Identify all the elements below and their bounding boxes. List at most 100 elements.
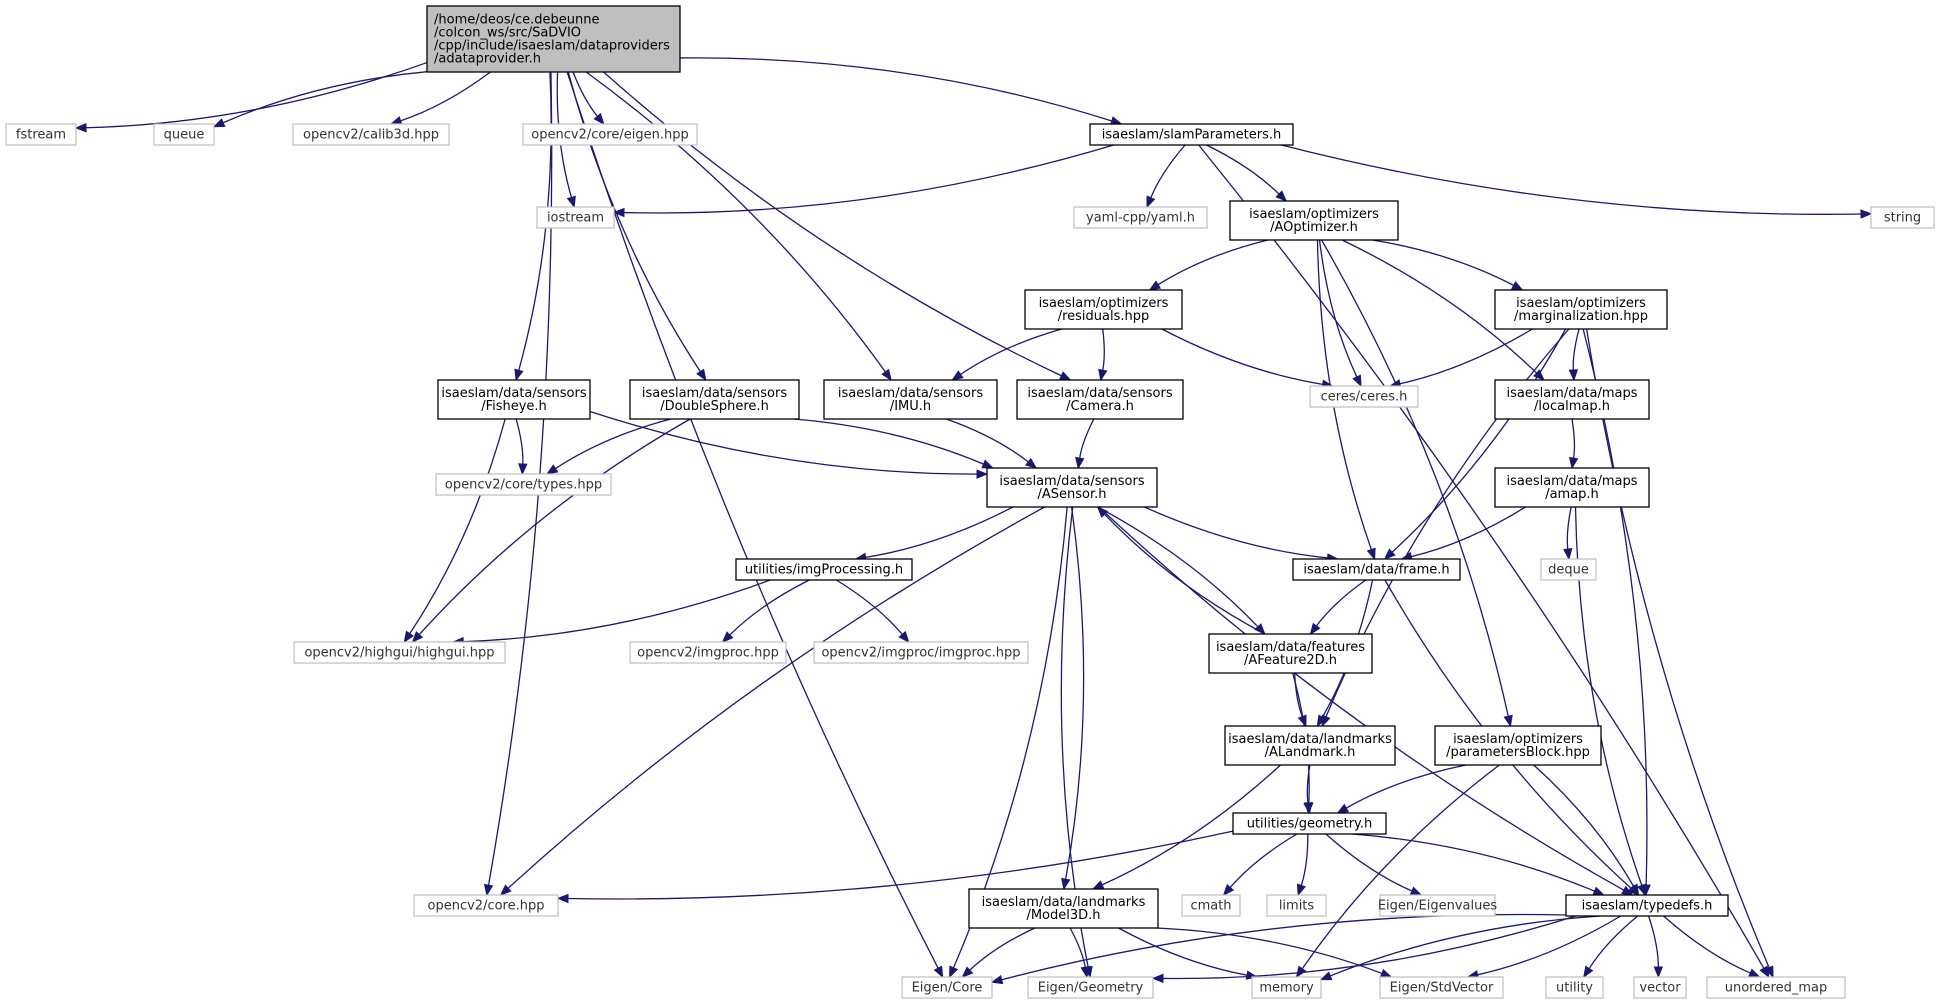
node-box-limits: [1266, 894, 1327, 917]
node-alandmark[interactable]: isaeslam/data/landmarks/ALandmark.h: [1224, 725, 1396, 766]
node-label-model3d: /Model3D.h: [1026, 908, 1100, 923]
node-camera[interactable]: isaeslam/data/sensors/Camera.h: [1016, 379, 1184, 420]
node-label-frame: isaeslam/data/frame.h: [1303, 563, 1449, 578]
node-label-geometry: utilities/geometry.h: [1247, 817, 1373, 832]
arrowhead-imu-to-asensor: [1025, 457, 1038, 469]
node-fisheye[interactable]: isaeslam/data/sensors/Fisheye.h: [437, 379, 591, 420]
arrowhead-paramsblock-to-geometry: [1336, 803, 1350, 814]
edge-typedefs-to-stdvector: [1477, 915, 1622, 976]
arrowhead-amap-to-deque: [1563, 548, 1573, 561]
node-box-marginalization: [1494, 289, 1668, 330]
node-box-eigencore: [901, 976, 993, 999]
edge-amap-to-deque: [1566, 506, 1572, 550]
node-label-imu: /IMU.h: [890, 399, 931, 414]
node-box-unordered: [1706, 976, 1846, 999]
node-box-utility: [1545, 976, 1604, 999]
node-cvtypes: opencv2/core/types.hpp: [435, 473, 612, 496]
node-box-eigenvalues: [1379, 894, 1496, 917]
arrowhead-marginalization-to-localmap: [1568, 369, 1579, 382]
node-imu[interactable]: isaeslam/data/sensors/IMU.h: [823, 379, 998, 420]
node-box-alandmark: [1224, 725, 1396, 766]
arrowhead-doublesphere-to-cvtypes: [545, 464, 559, 475]
edge-camera-to-asensor: [1079, 418, 1095, 459]
node-box-afeature: [1208, 633, 1373, 674]
node-cvimgproc2: opencv2/imgproc/imgproc.hpp: [813, 641, 1029, 664]
node-calib3d: opencv2/calib3d.hpp: [292, 123, 450, 146]
node-box-typedefs: [1565, 894, 1729, 917]
edge-root-to-fstream: [85, 61, 428, 129]
node-box-localmap: [1494, 379, 1650, 420]
node-geometry[interactable]: utilities/geometry.h: [1232, 812, 1387, 835]
edge-geometry-to-limits: [1300, 833, 1309, 886]
node-box-camera: [1016, 379, 1184, 420]
node-box-cveigen: [522, 123, 698, 146]
node-box-asensor: [986, 467, 1158, 508]
node-label-cvimgproc2: opencv2/imgproc/imgproc.hpp: [821, 646, 1020, 661]
node-label-memory: memory: [1259, 981, 1314, 996]
node-vector: vector: [1633, 976, 1687, 999]
edge-typedefs-to-eigengeom: [1162, 915, 1576, 980]
arrowhead-aoptimizer-to-frame: [1366, 547, 1376, 561]
node-box-cvtypes: [435, 473, 612, 496]
node-box-frame: [1292, 558, 1461, 581]
node-label-cmath: cmath: [1190, 899, 1231, 914]
node-label-paramsblock: isaeslam/optimizers: [1453, 732, 1583, 747]
arrowhead-root-to-cveigen: [593, 112, 605, 126]
node-aoptimizer[interactable]: isaeslam/optimizers/AOptimizer.h: [1229, 200, 1399, 241]
node-box-slamParams: [1089, 123, 1294, 146]
node-label-camera: /Camera.h: [1066, 399, 1134, 414]
node-slamParams[interactable]: isaeslam/slamParameters.h: [1089, 123, 1294, 146]
node-model3d[interactable]: isaeslam/data/landmarks/Model3D.h: [968, 888, 1159, 929]
edge-typedefs-to-vector: [1648, 915, 1660, 968]
node-label-afeature: isaeslam/data/features: [1216, 640, 1365, 655]
node-box-fisheye: [437, 379, 591, 420]
arrowhead-marginalization-to-frame: [1383, 548, 1396, 560]
edge-root-to-cveigen: [572, 71, 598, 117]
arrowhead-imgproc-to-cvimgproc2: [898, 630, 910, 644]
arrowhead-geometry-to-cmath: [1222, 883, 1235, 897]
edge-marginalization-to-frame: [1391, 328, 1567, 553]
node-fstream: fstream: [5, 123, 77, 146]
arrowhead-alandmark-to-model3d: [1091, 880, 1105, 890]
node-imgproc[interactable]: utilities/imgProcessing.h: [735, 558, 913, 581]
node-typedefs[interactable]: isaeslam/typedefs.h: [1565, 894, 1729, 917]
node-box-cvcore: [413, 894, 559, 917]
node-doublesphere[interactable]: isaeslam/data/sensors/DoubleSphere.h: [629, 379, 800, 420]
edge-root-to-camera: [603, 71, 1062, 377]
node-afeature[interactable]: isaeslam/data/features/AFeature2D.h: [1208, 633, 1373, 674]
node-residuals[interactable]: isaeslam/optimizers/residuals.hpp: [1024, 289, 1183, 330]
arrowhead-slamParams-to-aoptimizer: [1275, 190, 1288, 202]
edge-frame-to-afeature: [1315, 579, 1367, 627]
node-box-iostream: [536, 206, 615, 229]
edge-slamParams-to-unordered: [1198, 144, 1765, 969]
node-localmap[interactable]: isaeslam/data/maps/localmap.h: [1494, 379, 1650, 420]
node-label-iostream: iostream: [547, 211, 604, 226]
node-label-amap: isaeslam/data/maps: [1506, 474, 1637, 489]
arrowhead-root-to-cvcore: [483, 883, 494, 897]
node-root[interactable]: /home/deos/ce.debeunne/colcon_ws/src/SaD…: [426, 5, 681, 73]
node-highgui: opencv2/highgui/highgui.hpp: [293, 641, 506, 664]
node-paramsblock[interactable]: isaeslam/optimizers/parametersBlock.hpp: [1434, 725, 1602, 766]
edge-paramsblock-to-geometry: [1345, 764, 1467, 809]
arrowhead-asensor-to-eigencore: [949, 965, 959, 979]
node-frame[interactable]: isaeslam/data/frame.h: [1292, 558, 1461, 581]
node-box-string: [1870, 206, 1935, 229]
arrowhead-geometry-to-cvcore: [556, 893, 569, 904]
edge-geometry-to-cvcore: [567, 830, 1234, 900]
edge-asensor-to-frame: [1144, 506, 1328, 559]
edge-doublesphere-to-highgui: [418, 418, 691, 636]
node-box-deque: [1540, 558, 1597, 581]
node-box-queue: [153, 123, 215, 146]
node-label-residuals: /residuals.hpp: [1058, 309, 1150, 324]
arrowhead-root-to-iostream: [566, 195, 576, 209]
node-label-fisheye: /Fisheye.h: [481, 399, 547, 414]
node-label-stdvector: Eigen/StdVector: [1390, 981, 1494, 996]
node-label-queue: queue: [164, 128, 205, 143]
node-box-cvimgproc: [629, 641, 787, 664]
node-label-localmap: /localmap.h: [1534, 399, 1610, 414]
node-amap[interactable]: isaeslam/data/maps/amap.h: [1494, 467, 1650, 508]
node-asensor[interactable]: isaeslam/data/sensors/ASensor.h: [986, 467, 1158, 508]
arrowhead-root-to-queue: [212, 118, 226, 128]
arrowhead-geometry-to-typedefs: [1592, 886, 1606, 896]
node-marginalization[interactable]: isaeslam/optimizers/marginalization.hpp: [1494, 289, 1668, 330]
